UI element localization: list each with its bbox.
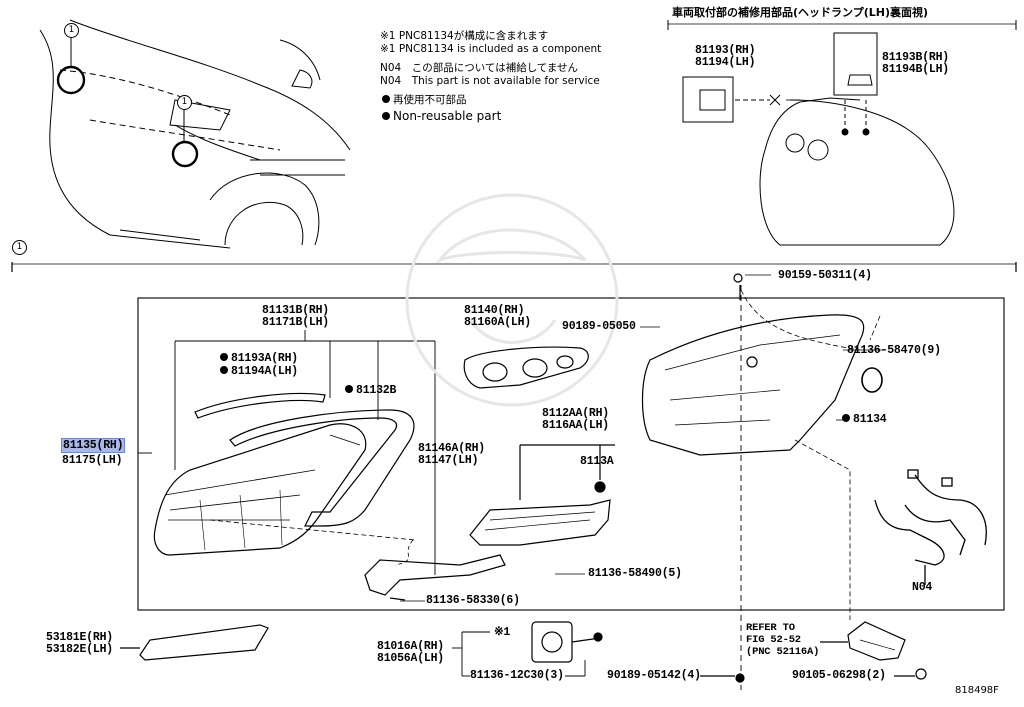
note-nonreusable-jp: 再使用不可部品	[382, 94, 467, 107]
part-label-81132B[interactable]: 81132B	[345, 385, 396, 397]
note-nonreusable-en: Non-reusable part	[382, 110, 501, 123]
part-label-81193B[interactable]: 81193B(RH) 81194B(LH)	[882, 51, 950, 76]
diagram-code: 818498F	[955, 685, 999, 696]
part-label-N04[interactable]: N04	[912, 581, 933, 594]
trim-strip-drawing	[194, 392, 326, 419]
inset-title: 車両取付部の補修用部品(ヘッドランプ(LH)裏面視)	[672, 6, 928, 19]
part-label-81135[interactable]: 81135(RH)	[61, 438, 126, 453]
part-label-90105-06298[interactable]: 90105-06298(2)	[792, 669, 886, 682]
actuator-81016A-drawing	[531, 621, 603, 663]
part-label-81146A[interactable]: 81146A(RH) 81147(LH)	[418, 442, 486, 467]
headlamp-gasket-drawing	[229, 409, 415, 527]
inset-headlamp-back-view	[667, 20, 1017, 246]
part-label-81136-58490[interactable]: 81136-58490(5)	[588, 567, 682, 580]
part-label-8113A[interactable]: 8113A	[580, 455, 614, 468]
part-label-81135-highlight: 81135(RH)	[61, 438, 126, 453]
projector-unit-drawing	[463, 346, 589, 389]
watermark-emblem	[405, 193, 619, 407]
note-component-en: ※1 PNC81134 is included as a component	[380, 43, 602, 55]
part-label-81193A-text: 81193A(RH)	[231, 352, 299, 365]
part-label-81136-12C30[interactable]: 81136-12C30(3)	[470, 669, 564, 682]
grommet-ring-drawing	[861, 367, 883, 393]
part-label-53181E[interactable]: 53181E(RH) 53182E(LH)	[46, 631, 114, 656]
note-n04-jp: N04 この部品については補給してません	[380, 62, 579, 74]
nonreusable-dot-icon	[382, 95, 390, 103]
part-label-81134-text: 81134	[853, 413, 887, 426]
vehicle-front-sketch	[39, 19, 351, 249]
note-nonreusable-en-text: Non-reusable part	[393, 109, 502, 123]
note-n04-en: N04 This part is not available for servi…	[380, 75, 600, 87]
part-label-90189-05142[interactable]: 90189-05142(4)	[607, 669, 701, 682]
drl-unit-drawing	[469, 444, 615, 546]
callout-number-1: 1	[177, 95, 192, 110]
part-label-90159-50311[interactable]: 90159-50311(4)	[778, 269, 872, 282]
wire-harness-drawing	[874, 469, 987, 585]
part-label-90189-05050[interactable]: 90189-05050	[562, 320, 636, 333]
part-label-81134[interactable]: 81134	[842, 414, 887, 426]
note-component-jp: ※1 PNC81134が構成に含まれます	[380, 30, 549, 42]
section-bracket	[11, 262, 1017, 272]
nonreusable-dot-icon	[345, 385, 353, 393]
part-label-81131B[interactable]: 81131B(RH) 81171B(LH)	[262, 304, 330, 329]
main-frame	[137, 297, 1005, 611]
part-label-81175[interactable]: 81175(LH)	[62, 454, 123, 467]
part-label-8112AA[interactable]: 8112AA(RH) 8116AA(LH)	[542, 407, 610, 432]
part-ref-note-1: ※1	[494, 626, 511, 639]
callout-number-1: 1	[64, 23, 79, 38]
bracket-52116A-drawing	[820, 621, 906, 661]
lower-bracket-drawing	[209, 519, 506, 601]
part-label-81194A[interactable]: 81194A(LH)	[220, 366, 298, 378]
refer-to-fig-link[interactable]: REFER TO FIG 52-52 (PNC 52116A)	[746, 622, 820, 658]
part-label-81193[interactable]: 81193(RH) 81194(LH)	[695, 44, 756, 69]
part-label-81140[interactable]: 81140(RH) 81160A(LH)	[464, 304, 532, 329]
protector-53181E-drawing	[139, 624, 269, 661]
nonreusable-dot-icon	[220, 353, 228, 361]
note-nonreusable-jp-text: 再使用不可部品	[393, 94, 467, 106]
nonreusable-dot-icon	[220, 366, 228, 374]
part-label-81132B-text: 81132B	[356, 384, 397, 397]
headlamp-lens-drawing	[153, 423, 367, 556]
part-label-81136-58330[interactable]: 81136-58330(6)	[426, 594, 520, 607]
nonreusable-dot-icon	[382, 112, 390, 120]
part-label-81193A[interactable]: 81193A(RH)	[220, 353, 298, 365]
part-label-81194A-text: 81194A(LH)	[231, 365, 299, 378]
nonreusable-dot-icon	[842, 414, 850, 422]
headlamp-housing-drawing	[641, 285, 865, 456]
part-label-81016A[interactable]: 81016A(RH) 81056A(LH)	[377, 640, 445, 665]
part-label-81136-58470[interactable]: 81136-58470(9)	[847, 344, 941, 357]
screw-leader-90159	[740, 289, 861, 351]
callout-number-1: 1	[12, 240, 27, 255]
